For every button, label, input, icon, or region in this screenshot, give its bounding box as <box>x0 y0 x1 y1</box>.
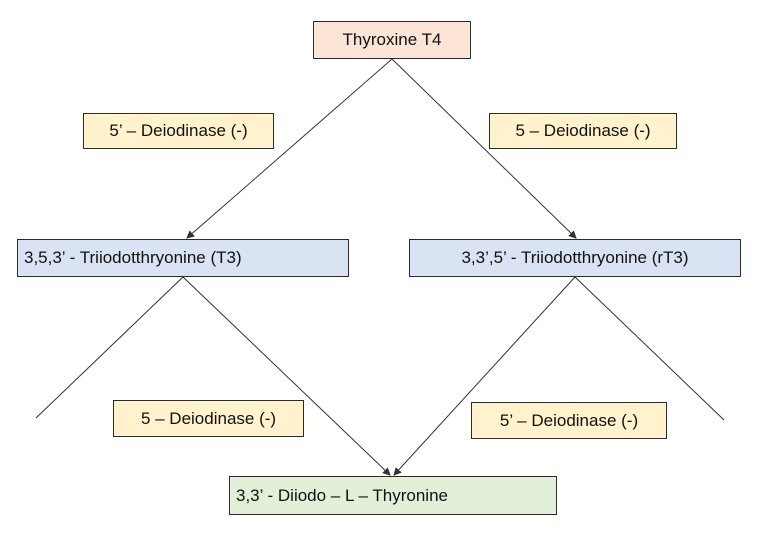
arrow-t4-to-rt3 <box>391 58 577 239</box>
rt3-node: 3,3’,5’ - Triiodotthryonine (rT3) <box>409 239 741 277</box>
enzyme-label-rt3-to-diiodo: 5’ – Deiodinase (-) <box>471 402 667 439</box>
line-t3-left-branch <box>35 276 184 419</box>
thyroxine-t4-node: Thyroxine T4 <box>313 21 471 59</box>
t3-node: 3,5,3’ - Triiodotthryonine (T3) <box>17 239 349 277</box>
enzyme-label-t4-to-t3: 5’ – Deiodinase (-) <box>83 113 274 149</box>
diiodo-thyronine-node: 3,3’ - Diiodo – L – Thyronine <box>229 476 557 515</box>
enzyme-label-t4-to-rt3: 5 – Deiodinase (-) <box>489 113 677 149</box>
arrow-t4-to-t3 <box>186 58 393 239</box>
arrow-t3-to-diiodo <box>182 276 391 476</box>
enzyme-label-t3-to-diiodo: 5 – Deiodinase (-) <box>113 400 304 437</box>
arrow-rt3-to-diiodo <box>393 276 576 476</box>
line-rt3-right-branch <box>574 276 725 421</box>
